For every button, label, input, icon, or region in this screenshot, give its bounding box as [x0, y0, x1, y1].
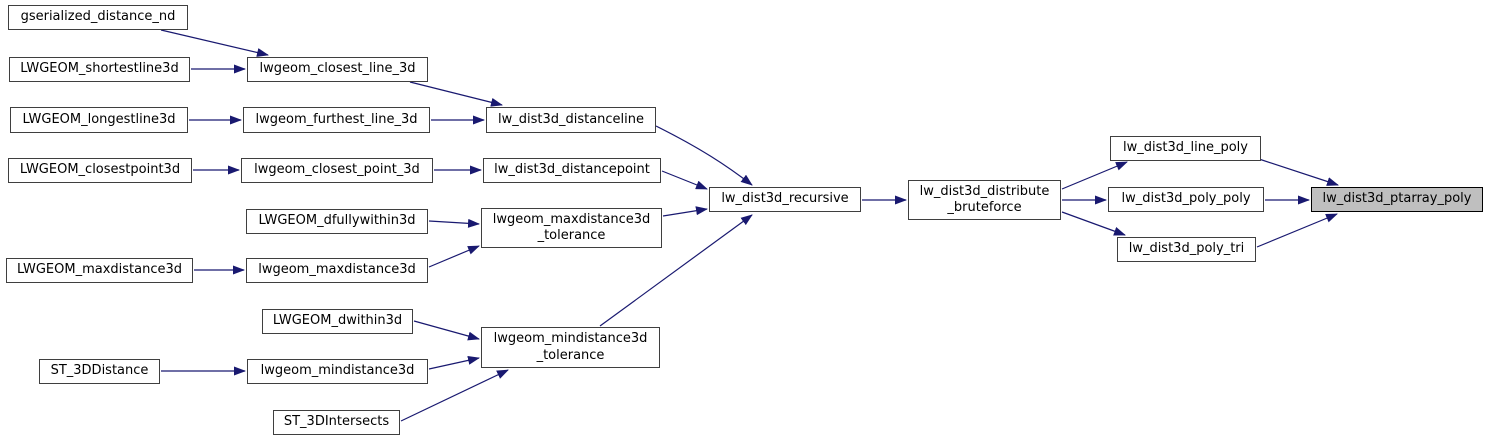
- node-ST_3DDistance[interactable]: ST_3DDistance: [39, 359, 160, 384]
- node-lwgeom_furthest_line_3d[interactable]: lwgeom_furthest_line_3d: [243, 107, 430, 133]
- node-lw_dist3d_poly_tri[interactable]: lw_dist3d_poly_tri: [1117, 237, 1256, 262]
- edge-lwgeom_closest_line_3d-to-lw_dist3d_distanceline: [409, 81, 503, 107]
- edge-lw_dist3d_distribute_bruteforce-to-lw_dist3d_line_poly: [1061, 161, 1128, 190]
- edge-lw_dist3d_distanceline-to-lw_dist3d_recursive: [655, 125, 753, 186]
- node-gserialized_distance_nd[interactable]: gserialized_distance_nd: [8, 5, 188, 30]
- edge-lwgeom_maxdistance3d_tolerance-to-lw_dist3d_recursive: [662, 206, 708, 217]
- edge-LWGEOM_dfullywithin3d-to-lwgeom_maxdistance3d_tolerance: [428, 218, 480, 228]
- node-lwgeom_mindistance3d_tolerance[interactable]: lwgeom_mindistance3d _tolerance: [481, 327, 660, 368]
- node-LWGEOM_closestpoint3d[interactable]: LWGEOM_closestpoint3d: [8, 158, 192, 183]
- node-lwgeom_closest_line_3d[interactable]: lwgeom_closest_line_3d: [247, 57, 428, 82]
- edge-lwgeom_mindistance3d_tolerance-to-lw_dist3d_recursive: [599, 214, 753, 327]
- edge-lw_dist3d_distribute_bruteforce-to-lw_dist3d_poly_tri: [1061, 211, 1126, 236]
- edge-gserialized_distance_nd-to-lwgeom_closest_line_3d: [160, 29, 269, 57]
- node-lw_dist3d_ptarray_poly: lw_dist3d_ptarray_poly: [1311, 187, 1483, 212]
- edge-ST_3DIntersects-to-lwgeom_mindistance3d_tolerance: [400, 369, 509, 422]
- node-LWGEOM_longestline3d[interactable]: LWGEOM_longestline3d: [10, 107, 188, 133]
- node-LWGEOM_maxdistance3d[interactable]: LWGEOM_maxdistance3d: [6, 258, 193, 283]
- node-lwgeom_maxdistance3d[interactable]: lwgeom_maxdistance3d: [246, 258, 428, 283]
- node-LWGEOM_shortestline3d[interactable]: LWGEOM_shortestline3d: [9, 57, 190, 82]
- node-lwgeom_mindistance3d[interactable]: lwgeom_mindistance3d: [247, 359, 428, 384]
- node-lw_dist3d_line_poly[interactable]: lw_dist3d_line_poly: [1110, 136, 1261, 161]
- node-lw_dist3d_distanceline[interactable]: lw_dist3d_distanceline: [486, 107, 656, 133]
- node-lwgeom_maxdistance3d_tolerance[interactable]: lwgeom_maxdistance3d _tolerance: [481, 208, 662, 248]
- node-lwgeom_closest_point_3d[interactable]: lwgeom_closest_point_3d: [241, 158, 433, 183]
- node-lw_dist3d_poly_poly[interactable]: lw_dist3d_poly_poly: [1108, 187, 1264, 212]
- node-lw_dist3d_distribute_bruteforce[interactable]: lw_dist3d_distribute _bruteforce: [908, 180, 1061, 220]
- edge-lwgeom_mindistance3d-to-lwgeom_mindistance3d_tolerance: [428, 355, 480, 370]
- edge-lw_dist3d_poly_tri-to-lw_dist3d_ptarray_poly: [1256, 213, 1338, 248]
- node-lw_dist3d_distancepoint[interactable]: lw_dist3d_distancepoint: [483, 158, 661, 183]
- edge-lw_dist3d_distancepoint-to-lw_dist3d_recursive: [661, 170, 708, 190]
- node-LWGEOM_dfullywithin3d[interactable]: LWGEOM_dfullywithin3d: [246, 209, 428, 234]
- node-LWGEOM_dwithin3d[interactable]: LWGEOM_dwithin3d: [262, 309, 413, 334]
- edge-lwgeom_maxdistance3d-to-lwgeom_maxdistance3d_tolerance: [428, 245, 480, 268]
- edge-LWGEOM_dwithin3d-to-lwgeom_mindistance3d_tolerance: [413, 320, 480, 341]
- edge-lw_dist3d_line_poly-to-lw_dist3d_ptarray_poly: [1258, 158, 1339, 186]
- node-lw_dist3d_recursive[interactable]: lw_dist3d_recursive: [709, 187, 861, 212]
- node-ST_3DIntersects[interactable]: ST_3DIntersects: [273, 410, 400, 435]
